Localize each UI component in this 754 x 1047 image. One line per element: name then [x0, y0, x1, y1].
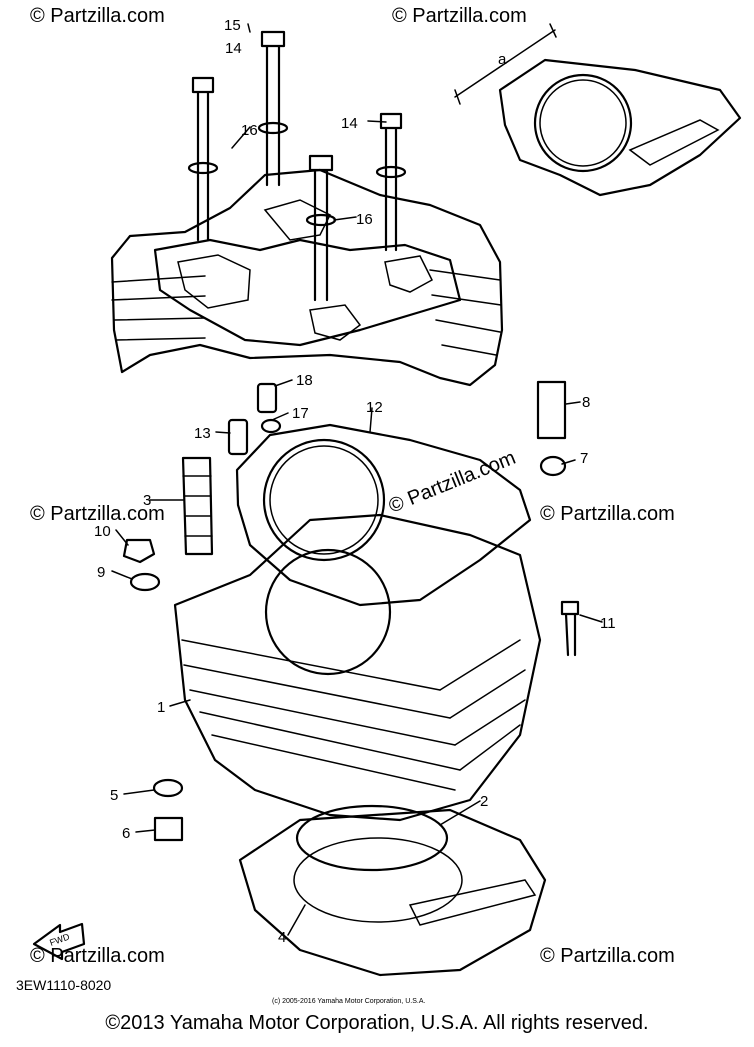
callout-7: 7: [580, 450, 588, 467]
callout-13: 13: [194, 425, 211, 442]
head-gasket-upper: a: [454, 23, 742, 197]
callout-9: 9: [97, 564, 105, 581]
callout-5: 5: [110, 787, 118, 804]
callout-numbers: 15 14 16 14 16 18 17 13 12 8 7 3 10 9 11…: [94, 17, 616, 946]
small-parts: [122, 538, 580, 842]
watermarks: © Partzilla.com © Partzilla.com © Partzi…: [30, 5, 675, 967]
callout-17: 17: [292, 405, 309, 422]
small-copyright: (c) 2005-2016 Yamaha Motor Corporation, …: [272, 998, 425, 1005]
watermark-center: © Partzilla.com: [386, 447, 519, 518]
watermark-4: © Partzilla.com: [540, 503, 675, 525]
callout-3: 3: [143, 492, 151, 509]
callout-15: 15: [224, 17, 241, 34]
callout-10: 10: [94, 523, 111, 540]
callout-16-b: 16: [356, 211, 373, 228]
cylinder-head-gasket: [235, 423, 532, 676]
callout-12: 12: [366, 399, 383, 416]
watermark-1: © Partzilla.com: [30, 5, 165, 27]
callout-4: 4: [278, 929, 286, 946]
cylinder-block: [173, 513, 542, 822]
footer-copyright: ©2013 Yamaha Motor Corporation, U.S.A. A…: [105, 1012, 649, 1034]
diagram-code: 3EW1110-8020: [16, 977, 111, 993]
dimension-label-a: a: [498, 51, 507, 68]
callout-11: 11: [600, 615, 616, 632]
callout-14-b: 14: [341, 115, 358, 132]
watermark-5: © Partzilla.com: [30, 945, 165, 967]
callout-18: 18: [296, 372, 313, 389]
callout-6: 6: [122, 825, 130, 842]
callout-16-a: 16: [241, 122, 258, 139]
leader-lines: [111, 23, 603, 936]
callout-1: 1: [157, 699, 165, 716]
head-bolts: [187, 30, 407, 302]
cylinder-head: [110, 168, 504, 387]
watermark-2: © Partzilla.com: [392, 5, 527, 27]
watermark-6: © Partzilla.com: [540, 945, 675, 967]
callout-8: 8: [582, 394, 590, 411]
lower-gaskets: [238, 804, 547, 977]
callout-14-a: 14: [225, 40, 242, 57]
callout-2: 2: [480, 793, 488, 810]
dowels-and-guides: [181, 380, 567, 556]
watermark-3: © Partzilla.com: [30, 503, 165, 525]
